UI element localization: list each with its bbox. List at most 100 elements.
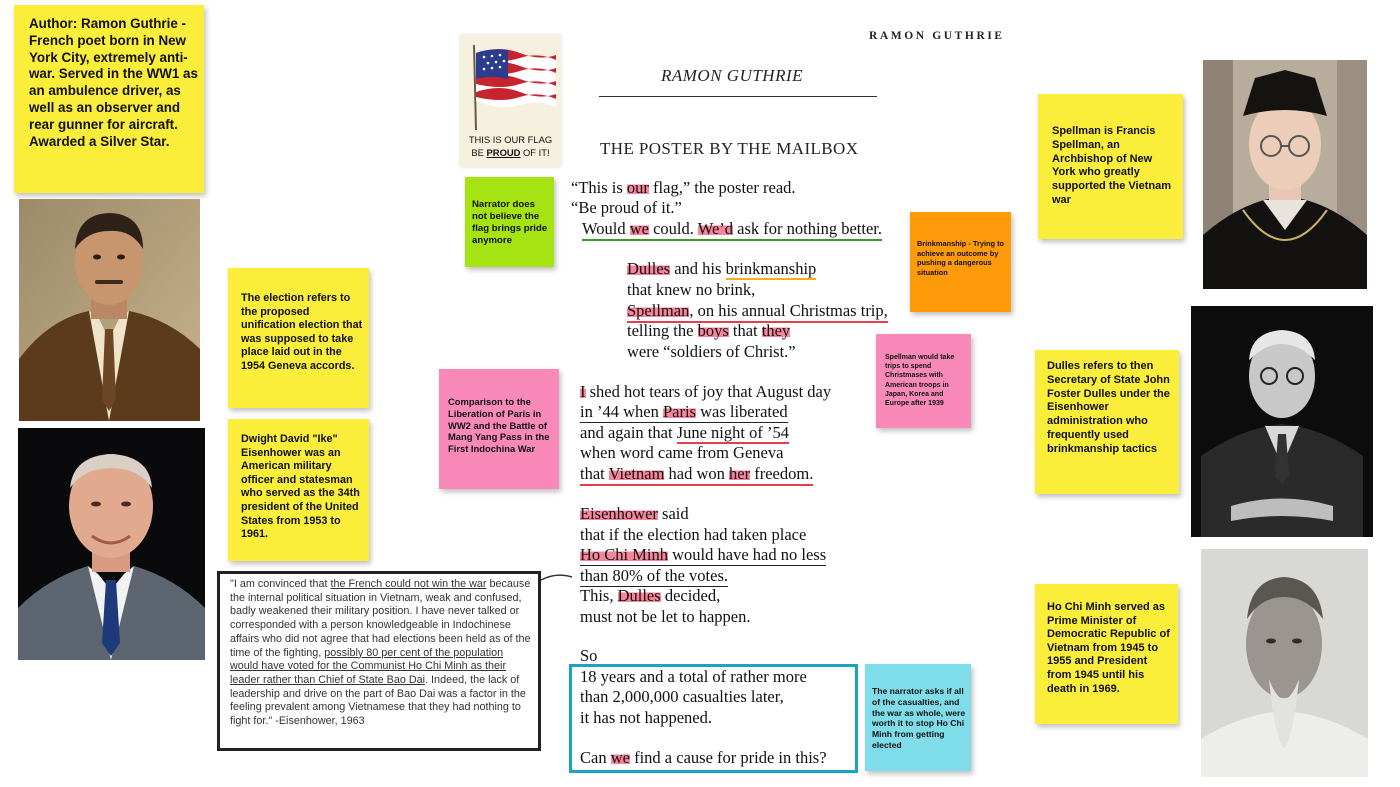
page-header-name: RAMON GUTHRIE xyxy=(869,30,1005,42)
flag-caption-rest: OF IT! xyxy=(523,147,550,158)
poem-line: and again that June night of ’54 xyxy=(580,423,789,444)
poem-text: , on his annual Christmas trip, xyxy=(689,301,888,320)
poem-line: So xyxy=(580,646,598,665)
highlight-dulles-2: Dulles xyxy=(617,586,661,605)
poem-line: “Be proud of it.” xyxy=(571,198,682,217)
poem-line: 18 years and a total of rather more xyxy=(580,667,807,686)
eisenhower-portrait xyxy=(18,428,205,660)
poem-text: decided, xyxy=(660,586,721,605)
dulles-note-text: Dulles refers to then Secretary of State… xyxy=(1047,360,1170,455)
underline-june-night: June night of ’54 xyxy=(676,423,789,444)
ho-chi-minh-portrait xyxy=(1201,549,1368,777)
poem-text: Would xyxy=(582,219,630,238)
poem-text: and again that xyxy=(580,423,677,442)
dulles-note: Dulles refers to then Secretary of State… xyxy=(1035,350,1179,494)
poem-text: Can xyxy=(580,748,611,767)
poem-line: were “soldiers of Christ.” xyxy=(627,342,796,361)
poem-line: in ’44 when Paris was liberated xyxy=(580,402,788,423)
narrator-asks-note-text: The narrator asks if all of the casualti… xyxy=(872,686,966,750)
comparison-note-text: Comparison to the Liberation of Paris in… xyxy=(448,396,550,455)
poem-line: than 80% of the votes. xyxy=(580,566,729,587)
flag-caption-be: BE xyxy=(471,147,484,158)
us-flag-icon xyxy=(473,44,556,130)
highlight-paris: Paris xyxy=(662,402,696,421)
poem-line: Ho Chi Minh would have had no less xyxy=(580,545,827,566)
poem-text: that xyxy=(580,464,609,483)
poem-text: and his xyxy=(670,259,726,278)
poem-text: in ’44 when xyxy=(580,402,663,421)
spellman-portrait xyxy=(1203,60,1367,289)
dulles-portrait xyxy=(1191,306,1373,537)
comparison-note: Comparison to the Liberation of Paris in… xyxy=(439,369,559,489)
title-rule xyxy=(599,96,877,97)
highlight-dulles: Dulles xyxy=(627,259,671,278)
final-stanza-frame xyxy=(569,664,858,773)
spellman-note: Spellman is Francis Spellman, an Archbis… xyxy=(1038,94,1183,239)
highlight-ho-chi-minh: Ho Chi Minh xyxy=(580,545,669,564)
poem-line: must not be let to happen. xyxy=(580,607,751,626)
poem-line: This, Dulles decided, xyxy=(580,586,720,606)
brinkmanship-note-text: Brinkmanship - Trying to achieve an outc… xyxy=(917,239,1005,277)
quote-text: because the internal political situation… xyxy=(230,578,531,659)
poem-line: that knew no brink, xyxy=(627,280,756,299)
poem-text: was liberated xyxy=(695,402,788,421)
poem-line: Can we find a cause for pride in this? xyxy=(580,748,827,768)
brinkmanship-note: Brinkmanship - Trying to achieve an outc… xyxy=(910,212,1011,312)
poem-text: would have had no less xyxy=(668,545,827,564)
highlight-spellman: Spellman xyxy=(627,301,690,320)
narrator-note: Narrator does not believe the flag bring… xyxy=(465,177,554,267)
poem-line: Dulles and his brinkmanship xyxy=(627,259,817,280)
poem-text: This, xyxy=(580,586,618,605)
quote-text: . Indeed, the lack of leadership and dri… xyxy=(230,673,526,728)
highlight-i: I xyxy=(580,382,586,401)
poem-text: ask for nothing better. xyxy=(733,219,882,238)
poem-text: flag,” the poster read. xyxy=(648,178,796,197)
flag-caption-line2: BE PROUD OF IT! xyxy=(460,146,561,159)
narrator-asks-note: The narrator asks if all of the casualti… xyxy=(865,664,971,771)
highlight-vietnam: Vietnam xyxy=(608,464,665,483)
poem-line: Eisenhower said xyxy=(580,504,689,524)
hochiminh-note: Ho Chi Minh served as Prime Minister of … xyxy=(1035,584,1178,724)
flag-caption-line1: THIS IS OUR FLAG xyxy=(468,134,553,145)
hochiminh-note-text: Ho Chi Minh served as Prime Minister of … xyxy=(1047,601,1170,695)
highlight-we: we xyxy=(629,219,649,238)
quote-underline-80-percent: possibly 80 per cent of the population w… xyxy=(230,646,507,686)
author-note-text: Author: Ramon Guthrie - French poet born… xyxy=(29,16,198,149)
highlight-boys: boys xyxy=(697,321,729,340)
flag-image: THIS IS OUR FLAG BE PROUD OF IT! xyxy=(460,35,561,167)
highlight-her: her xyxy=(729,464,751,483)
spellman-trips-note: Spellman would take trips to spend Chris… xyxy=(876,334,971,428)
election-note: The election refers to the proposed unif… xyxy=(228,268,369,408)
poem-text: “This is xyxy=(571,178,627,197)
poem-author: RAMON GUTHRIE xyxy=(661,66,804,85)
highlight-they: they xyxy=(761,321,791,340)
poem-line: it has not happened. xyxy=(580,708,712,727)
poem-text: freedom. xyxy=(750,464,814,483)
underline-brinkmanship: brinkmanship xyxy=(725,259,817,280)
quote-underline-french: the French could not win the war xyxy=(330,578,487,590)
highlight-wed: We’d xyxy=(697,219,734,238)
poem-text: had won xyxy=(664,464,730,483)
author-note: Author: Ramon Guthrie - French poet born… xyxy=(14,5,204,193)
eisenhower-quote-box: "I am convinced that the French could no… xyxy=(217,571,541,751)
poem-text: find a cause for pride in this? xyxy=(629,748,827,767)
poem-text: that xyxy=(728,321,762,340)
poem-line: that if the election had taken place xyxy=(580,525,807,544)
poem-line: than 2,000,000 casualties later, xyxy=(580,687,784,706)
narrator-note-text: Narrator does not believe the flag bring… xyxy=(472,199,548,246)
poem-line: “This is our flag,” the poster read. xyxy=(571,178,796,198)
poem-line: Spellman, on his annual Christmas trip, xyxy=(627,301,888,323)
poem-text: telling the xyxy=(627,321,698,340)
eisenhower-note: Dwight David "Ike" Eisenhower was an Ame… xyxy=(228,419,369,561)
poem-line: that Vietnam had won her freedom. xyxy=(580,464,814,486)
poem-title: THE POSTER BY THE MAILBOX xyxy=(600,139,859,158)
poem-line: Would we could. We’d ask for nothing bet… xyxy=(582,219,882,241)
ramon-guthrie-portrait xyxy=(19,199,200,421)
spellman-trips-note-text: Spellman would take trips to spend Chris… xyxy=(885,354,955,408)
poem-text: shed hot tears of joy that August day xyxy=(585,382,832,401)
highlight-eisenhower: Eisenhower xyxy=(580,504,658,523)
poem-line: I shed hot tears of joy that August day xyxy=(580,382,831,402)
poem-line: when word came from Geneva xyxy=(580,443,784,462)
quote-text: "I am convinced that xyxy=(230,578,331,590)
poem-text: said xyxy=(657,504,689,523)
